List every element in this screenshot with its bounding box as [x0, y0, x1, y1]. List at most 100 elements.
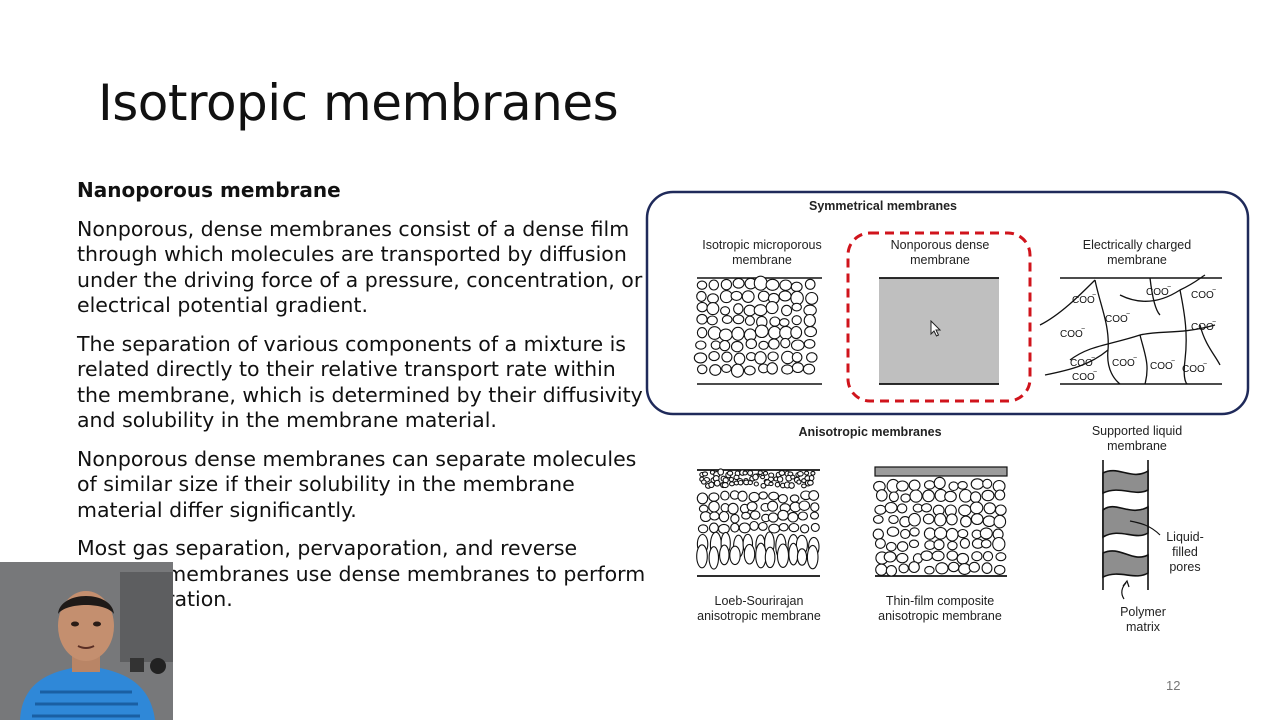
- pore: [729, 545, 741, 566]
- pore: [810, 522, 820, 532]
- pore: [934, 513, 947, 527]
- pore: [768, 338, 780, 350]
- pore: [982, 551, 994, 562]
- charge-sign-9: −: [1171, 358, 1175, 365]
- supported-label-2: membrane: [1107, 439, 1167, 453]
- pore: [720, 278, 733, 291]
- pore: [993, 564, 1006, 575]
- pore: [755, 542, 767, 569]
- pore: [757, 470, 763, 476]
- pore: [908, 479, 921, 492]
- pore: [765, 278, 780, 291]
- charge-label-5: COO: [1191, 322, 1214, 333]
- pore: [747, 480, 753, 486]
- pore: [721, 315, 733, 324]
- pore: [806, 544, 819, 570]
- pore: [695, 340, 707, 350]
- pore: [808, 474, 815, 482]
- pore: [908, 539, 920, 549]
- pore: [697, 524, 709, 534]
- pore: [945, 527, 959, 542]
- charge-sign-2: −: [1167, 284, 1171, 291]
- pore: [701, 471, 709, 477]
- pore: [752, 473, 759, 481]
- pore: [743, 365, 756, 376]
- pore: [738, 522, 751, 534]
- pore: [983, 502, 997, 515]
- pore: [706, 315, 718, 326]
- pore: [888, 491, 899, 503]
- pore: [970, 513, 984, 526]
- pore: [790, 474, 796, 480]
- pore: [994, 489, 1006, 501]
- charge-label-7: COO: [1112, 358, 1135, 369]
- charge-sign-5: −: [1212, 319, 1216, 326]
- pore: [994, 504, 1007, 516]
- pore: [900, 528, 911, 539]
- pore: [696, 492, 709, 505]
- pore: [790, 325, 803, 340]
- pore: [900, 493, 911, 503]
- pore: [933, 526, 948, 540]
- pore: [980, 539, 992, 549]
- pore: [886, 526, 900, 537]
- pore: [796, 548, 808, 566]
- pore: [696, 280, 708, 290]
- pore: [798, 500, 811, 511]
- pore: [720, 306, 731, 316]
- pore: [920, 503, 933, 513]
- charge-sign-6: −: [1081, 326, 1085, 333]
- pore: [754, 324, 769, 339]
- polymer-matrix-label-2: matrix: [1126, 620, 1161, 634]
- pore: [709, 511, 720, 521]
- pore: [944, 490, 957, 503]
- pore: [957, 481, 968, 490]
- pore: [810, 502, 820, 512]
- pore: [874, 504, 887, 515]
- pore: [805, 291, 819, 305]
- pore: [777, 509, 789, 521]
- pore: [707, 293, 719, 304]
- pore: [992, 536, 1006, 552]
- pore: [727, 502, 739, 515]
- pore: [708, 546, 720, 570]
- pore: [908, 561, 920, 574]
- pore: [766, 362, 778, 375]
- pore: [875, 489, 888, 502]
- paragraph-2: The separation of various components of …: [77, 331, 643, 433]
- pore: [791, 302, 802, 312]
- pore: [708, 500, 720, 513]
- membrane-diagram: COO− COO− COO− COO− COO− COO− COO− COO− …: [645, 190, 1250, 634]
- pore: [741, 290, 755, 303]
- pore: [728, 476, 735, 483]
- thin-film-composite-graphic: [872, 466, 1008, 577]
- pore: [908, 512, 921, 527]
- pore: [769, 316, 781, 327]
- pore: [875, 563, 888, 576]
- pore: [778, 470, 786, 476]
- pore: [935, 562, 949, 575]
- pore: [779, 318, 790, 327]
- pore: [960, 515, 972, 528]
- pore: [884, 501, 898, 514]
- pore: [948, 481, 959, 492]
- pore: [883, 551, 897, 563]
- pore: [745, 338, 758, 350]
- pore: [696, 544, 708, 569]
- pore: [753, 304, 768, 317]
- liquid-pores-label-1: Liquid-: [1166, 530, 1204, 544]
- pore: [737, 490, 748, 502]
- webcam-overlay: [0, 562, 173, 720]
- thinfilm-label-2: anisotropic membrane: [878, 609, 1002, 623]
- nonporous-label-1: Nonporous dense: [891, 238, 990, 252]
- pore: [737, 479, 744, 486]
- pore: [693, 352, 708, 364]
- pore: [995, 552, 1007, 562]
- pore: [909, 527, 920, 537]
- membrane-figure: COO− COO− COO− COO− COO− COO− COO− COO− …: [640, 185, 1260, 645]
- charge-label-9: COO: [1150, 361, 1173, 372]
- pore: [931, 550, 945, 562]
- pore: [791, 362, 804, 374]
- pore: [730, 363, 745, 378]
- pore: [758, 340, 769, 350]
